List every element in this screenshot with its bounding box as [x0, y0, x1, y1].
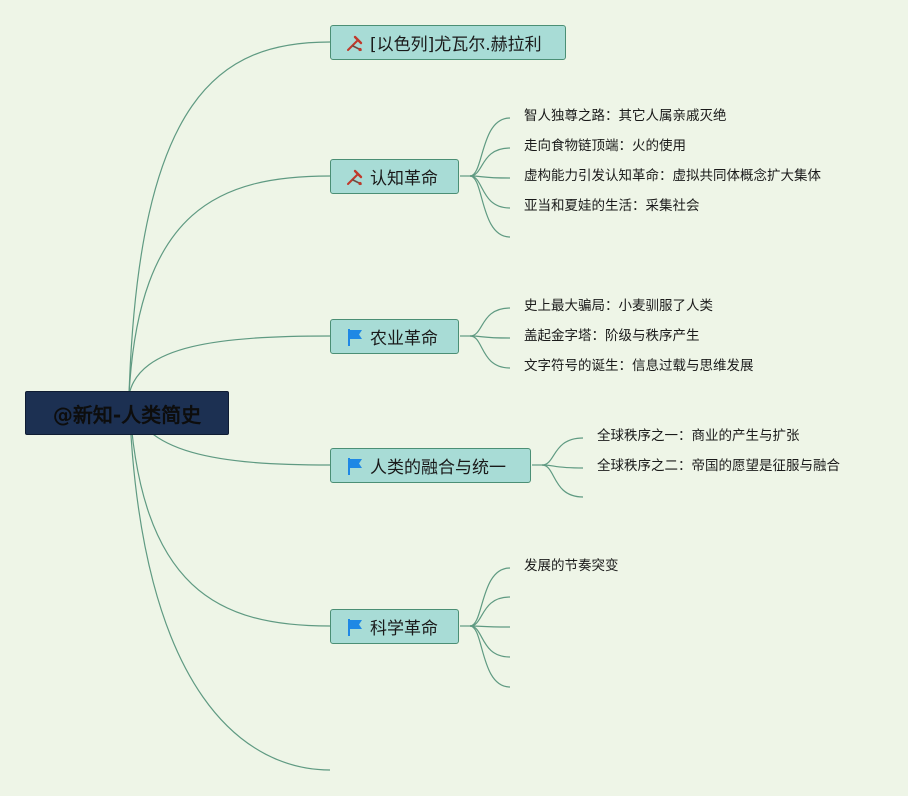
connector-unification-child-2 [541, 464, 584, 498]
flag-icon [345, 617, 365, 637]
connector-root-to-israel [128, 41, 331, 396]
connector-scientific-child-0 [469, 567, 511, 627]
connector-scientific-child-4 [469, 625, 511, 688]
root-topic-label: @新知-人类简史 [52, 402, 202, 427]
topic-unification[interactable]: 人类的融合与统一 [330, 448, 531, 483]
connector-root-to-cognitive [128, 175, 331, 396]
topic-label: [以色列]尤瓦尔.赫拉利 [370, 35, 542, 55]
topic-label: 农业革命 [370, 329, 438, 349]
flag-icon [345, 327, 365, 347]
connector-root-to-agricultural [128, 335, 331, 396]
connector-scientific-child-2 [469, 625, 511, 628]
subtopic-unification-1[interactable]: 全球秩序之二：帝国的愿望是征服与融合 [597, 458, 840, 474]
topic-agricultural[interactable]: 农业革命 [330, 319, 459, 354]
connector-cognitive-child-2 [469, 175, 511, 179]
connector-root-to-scientific [128, 394, 331, 627]
subtopic-scientific-0[interactable]: 发展的节奏突变 [524, 558, 619, 574]
tools-icon [345, 167, 365, 187]
subtopic-agricultural-1[interactable]: 盖起金字塔：阶级与秩序产生 [524, 328, 700, 344]
connector-scientific-child-1 [469, 596, 511, 627]
connector-root-to-empty-branch [128, 394, 331, 771]
flag-icon [345, 456, 365, 476]
subtopic-cognitive-3[interactable]: 亚当和夏娃的生活：采集社会 [524, 198, 700, 214]
subtopic-agricultural-2[interactable]: 文字符号的诞生：信息过载与思维发展 [524, 358, 754, 374]
subtopic-cognitive-1[interactable]: 走向食物链顶端：火的使用 [524, 138, 686, 154]
topic-israel[interactable]: [以色列]尤瓦尔.赫拉利 [330, 25, 566, 60]
connector-cognitive-child-0 [469, 117, 511, 177]
topic-label: 科学革命 [370, 619, 438, 639]
subtopic-agricultural-0[interactable]: 史上最大骗局：小麦驯服了人类 [524, 298, 713, 314]
topic-label: 人类的融合与统一 [370, 458, 506, 478]
subtopic-cognitive-2[interactable]: 虚构能力引发认知革命：虚拟共同体概念扩大集体 [524, 168, 821, 184]
connector-unification-child-0 [541, 437, 584, 466]
root-topic[interactable]: @新知-人类简史 [25, 391, 229, 435]
topic-label: 认知革命 [370, 169, 438, 189]
subtopic-cognitive-0[interactable]: 智人独尊之路：其它人属亲戚灭绝 [524, 108, 727, 124]
connector-agricultural-child-2 [469, 335, 511, 369]
tools-icon [345, 33, 365, 53]
topic-cognitive[interactable]: 认知革命 [330, 159, 459, 194]
connector-agricultural-child-1 [469, 335, 511, 339]
connector-cognitive-child-1 [469, 147, 511, 177]
topic-scientific[interactable]: 科学革命 [330, 609, 459, 644]
connector-cognitive-child-4 [469, 175, 511, 238]
connector-agricultural-child-0 [469, 307, 511, 337]
subtopic-unification-0[interactable]: 全球秩序之一：商业的产生与扩张 [597, 428, 800, 444]
